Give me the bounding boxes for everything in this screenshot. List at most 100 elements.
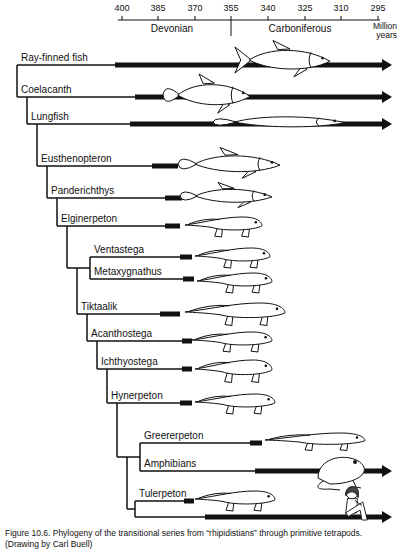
- axis-number: 340: [260, 4, 275, 14]
- fish-body: [235, 117, 346, 127]
- dorsal-fin: [220, 148, 238, 156]
- fish-body: [249, 50, 330, 69]
- seated-girl-drawing: [346, 487, 368, 520]
- taxon-label: Panderichthys: [51, 185, 114, 196]
- tree-branch: [127, 508, 135, 510]
- frog-body: [318, 457, 364, 484]
- tail-fin: [163, 89, 180, 102]
- taxon-label: Acanthostega: [91, 328, 152, 339]
- tetrapod-drawing: [197, 273, 272, 293]
- frog-drawing: [318, 457, 365, 490]
- tree-branch: [135, 500, 184, 502]
- taxon-label: Lungfish: [31, 111, 69, 122]
- axis-tick: [158, 16, 159, 20]
- tail-fin: [213, 119, 237, 125]
- fish-body: [196, 189, 273, 202]
- tetrapod-body: [195, 491, 275, 504]
- tail-fringe: [201, 275, 231, 280]
- tree-node-line: [56, 198, 58, 226]
- tree-branch: [90, 256, 180, 258]
- gill-line: [316, 118, 319, 126]
- tree-node-line: [116, 403, 118, 457]
- taxon-label: Amphibians: [144, 458, 196, 469]
- taxon-label: Eusthenopteron: [41, 153, 112, 164]
- tree-node-line: [16, 65, 18, 97]
- tetrapod-drawing: [265, 433, 365, 451]
- time-range-bar: [184, 499, 194, 504]
- tail-fringe: [199, 250, 229, 255]
- axis-number: 385: [150, 4, 165, 14]
- tree-node-line: [76, 268, 78, 314]
- eye: [353, 460, 357, 464]
- tail-fringe: [196, 334, 228, 339]
- taxon-label: Hynerpeton: [111, 390, 163, 401]
- cladogram: [17, 65, 382, 517]
- eye: [264, 336, 267, 339]
- tree-node-line: [86, 314, 88, 341]
- taxon-label: Ventastega: [94, 244, 144, 255]
- tetrapod-body: [185, 217, 262, 230]
- tetrapod-body: [197, 273, 272, 286]
- time-axis: [118, 16, 380, 36]
- axis-tick: [195, 16, 196, 20]
- time-range-bar: [165, 224, 180, 229]
- taxon-label: Elginerpeton: [61, 213, 117, 224]
- tree-branch: [17, 96, 135, 98]
- axis-number: 400: [114, 4, 129, 14]
- tree-node-line: [36, 124, 38, 166]
- gill-line: [252, 191, 254, 202]
- legs: [346, 502, 368, 520]
- tetrapod-drawing: [185, 217, 262, 237]
- tree-branch: [77, 313, 160, 315]
- tree-node-line: [46, 166, 48, 198]
- axis-tick: [268, 16, 269, 20]
- axis-tick: [122, 16, 123, 20]
- eye: [356, 436, 359, 439]
- tree-branch: [67, 267, 90, 269]
- axis-number: 295: [370, 4, 385, 14]
- dorsal-fin: [273, 41, 290, 50]
- gill-line: [258, 157, 260, 170]
- eye: [242, 92, 245, 95]
- fish-drawing: [163, 74, 250, 113]
- tail-fringe: [199, 396, 231, 401]
- time-range-bar: [160, 312, 180, 317]
- eye: [321, 57, 324, 60]
- tetrapod-body: [265, 433, 365, 444]
- taxon-label: Coelacanth: [21, 84, 72, 95]
- eye: [271, 161, 274, 164]
- taxon-label: Metaxygnathus: [94, 266, 162, 277]
- tail-fin: [178, 159, 197, 169]
- period-label: Devonian: [151, 23, 193, 34]
- tail-fringe: [199, 493, 231, 498]
- animal-illustrations: [163, 41, 367, 521]
- unit-label: Million years: [361, 22, 397, 41]
- eye: [255, 221, 258, 224]
- tree-node-line: [66, 226, 68, 268]
- time-range-bar: [182, 339, 192, 344]
- eye: [265, 365, 268, 368]
- tree-node-line: [126, 457, 128, 509]
- tetrapod-drawing: [195, 491, 275, 511]
- tree-branch: [97, 368, 182, 370]
- tetrapod-body: [195, 360, 272, 375]
- hair: [346, 487, 359, 498]
- tree-branch: [37, 165, 152, 167]
- dorsal-fin: [218, 183, 234, 189]
- eye: [267, 398, 270, 401]
- tetrapod-drawing: [195, 394, 275, 414]
- period-boundary: [231, 20, 232, 36]
- axis-number: 325: [297, 4, 312, 14]
- dorsal-fin: [199, 74, 214, 84]
- tree-branch: [135, 516, 205, 518]
- tail-fringe: [270, 435, 310, 439]
- tetrapod-body: [195, 248, 270, 261]
- eye: [263, 252, 266, 255]
- fish-drawing: [235, 41, 330, 77]
- tetrapod-drawing: [195, 360, 272, 383]
- axis-number: 355: [223, 4, 238, 14]
- tree-branch: [17, 64, 115, 66]
- tree-branch: [27, 123, 130, 125]
- arm: [355, 500, 362, 505]
